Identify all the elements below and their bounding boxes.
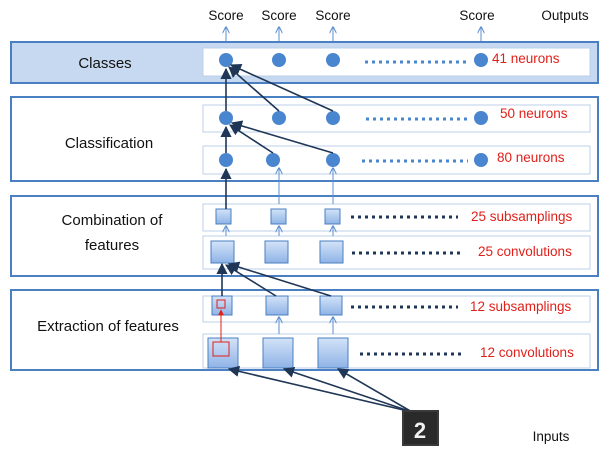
- fc50-neuron-1: [219, 111, 233, 125]
- connection-arrows: [216, 64, 413, 413]
- c1-conv-count: 12 convolutions: [480, 345, 574, 360]
- fc50-neuron-2: [272, 111, 286, 125]
- fc80-neuron-2: [266, 153, 280, 167]
- c1-subsample-count: 12 subsamplings: [470, 299, 572, 314]
- fc50-neuron-3: [326, 111, 340, 125]
- combination-block: Combination of features 25 subsamplings …: [10, 195, 599, 277]
- c2-subsample-2: [270, 208, 287, 225]
- class-neuron-1: [219, 53, 233, 67]
- fc80-neurons-count: 80 neurons: [497, 150, 565, 165]
- classes-label: Classes: [78, 55, 131, 72]
- c1-conv-3: [317, 337, 349, 369]
- class-neuron-2: [272, 53, 286, 67]
- input-digit-image: 2: [402, 410, 439, 446]
- c2-conv-1: [210, 240, 235, 264]
- classes-neurons-count: 41 neurons: [492, 51, 560, 66]
- c2-subsample-count: 25 subsamplings: [471, 209, 573, 224]
- classification-label: Classification: [65, 135, 153, 152]
- class-neuron-last: [474, 53, 488, 67]
- fc80-neuron-3: [326, 153, 340, 167]
- c1-conv-2: [262, 337, 294, 369]
- fc80-neuron-last: [474, 153, 488, 167]
- c1-subsample-3: [319, 295, 343, 316]
- c2-conv-count: 25 convolutions: [478, 244, 572, 259]
- vertical-connector-arrows: [226, 168, 333, 334]
- extraction-label: Extraction of features: [37, 318, 179, 335]
- c2-conv-2: [264, 240, 289, 264]
- c1-subsample-1: [211, 295, 233, 316]
- combination-label-line1: Combination of: [62, 212, 164, 229]
- outputs-label: Outputs: [541, 8, 589, 23]
- c2-subsample-3: [324, 208, 341, 225]
- score-label-1: Score: [208, 8, 243, 23]
- class-neuron-3: [326, 53, 340, 67]
- fc50-neuron-last: [474, 111, 488, 125]
- c2-subsample-1: [215, 208, 232, 225]
- score-label-2: Score: [261, 8, 296, 23]
- score-label-3: Score: [315, 8, 350, 23]
- c1-subsample-2: [265, 295, 289, 316]
- classes-block: Classes 41 neurons: [10, 41, 599, 84]
- fc50-neurons-count: 50 neurons: [500, 106, 568, 121]
- classification-block: Classification 50 neurons 80 neurons: [10, 96, 599, 182]
- extraction-block: Extraction of features 12 subsamplings 1…: [10, 289, 599, 371]
- inputs-label: Inputs: [533, 429, 570, 444]
- fc80-neuron-1: [219, 153, 233, 167]
- input-digit: 2: [414, 418, 426, 443]
- c2-conv-3: [319, 240, 344, 264]
- combination-label-line2: features: [85, 237, 139, 254]
- receptive-field-small: [216, 299, 226, 309]
- score-label-4: Score: [459, 8, 494, 23]
